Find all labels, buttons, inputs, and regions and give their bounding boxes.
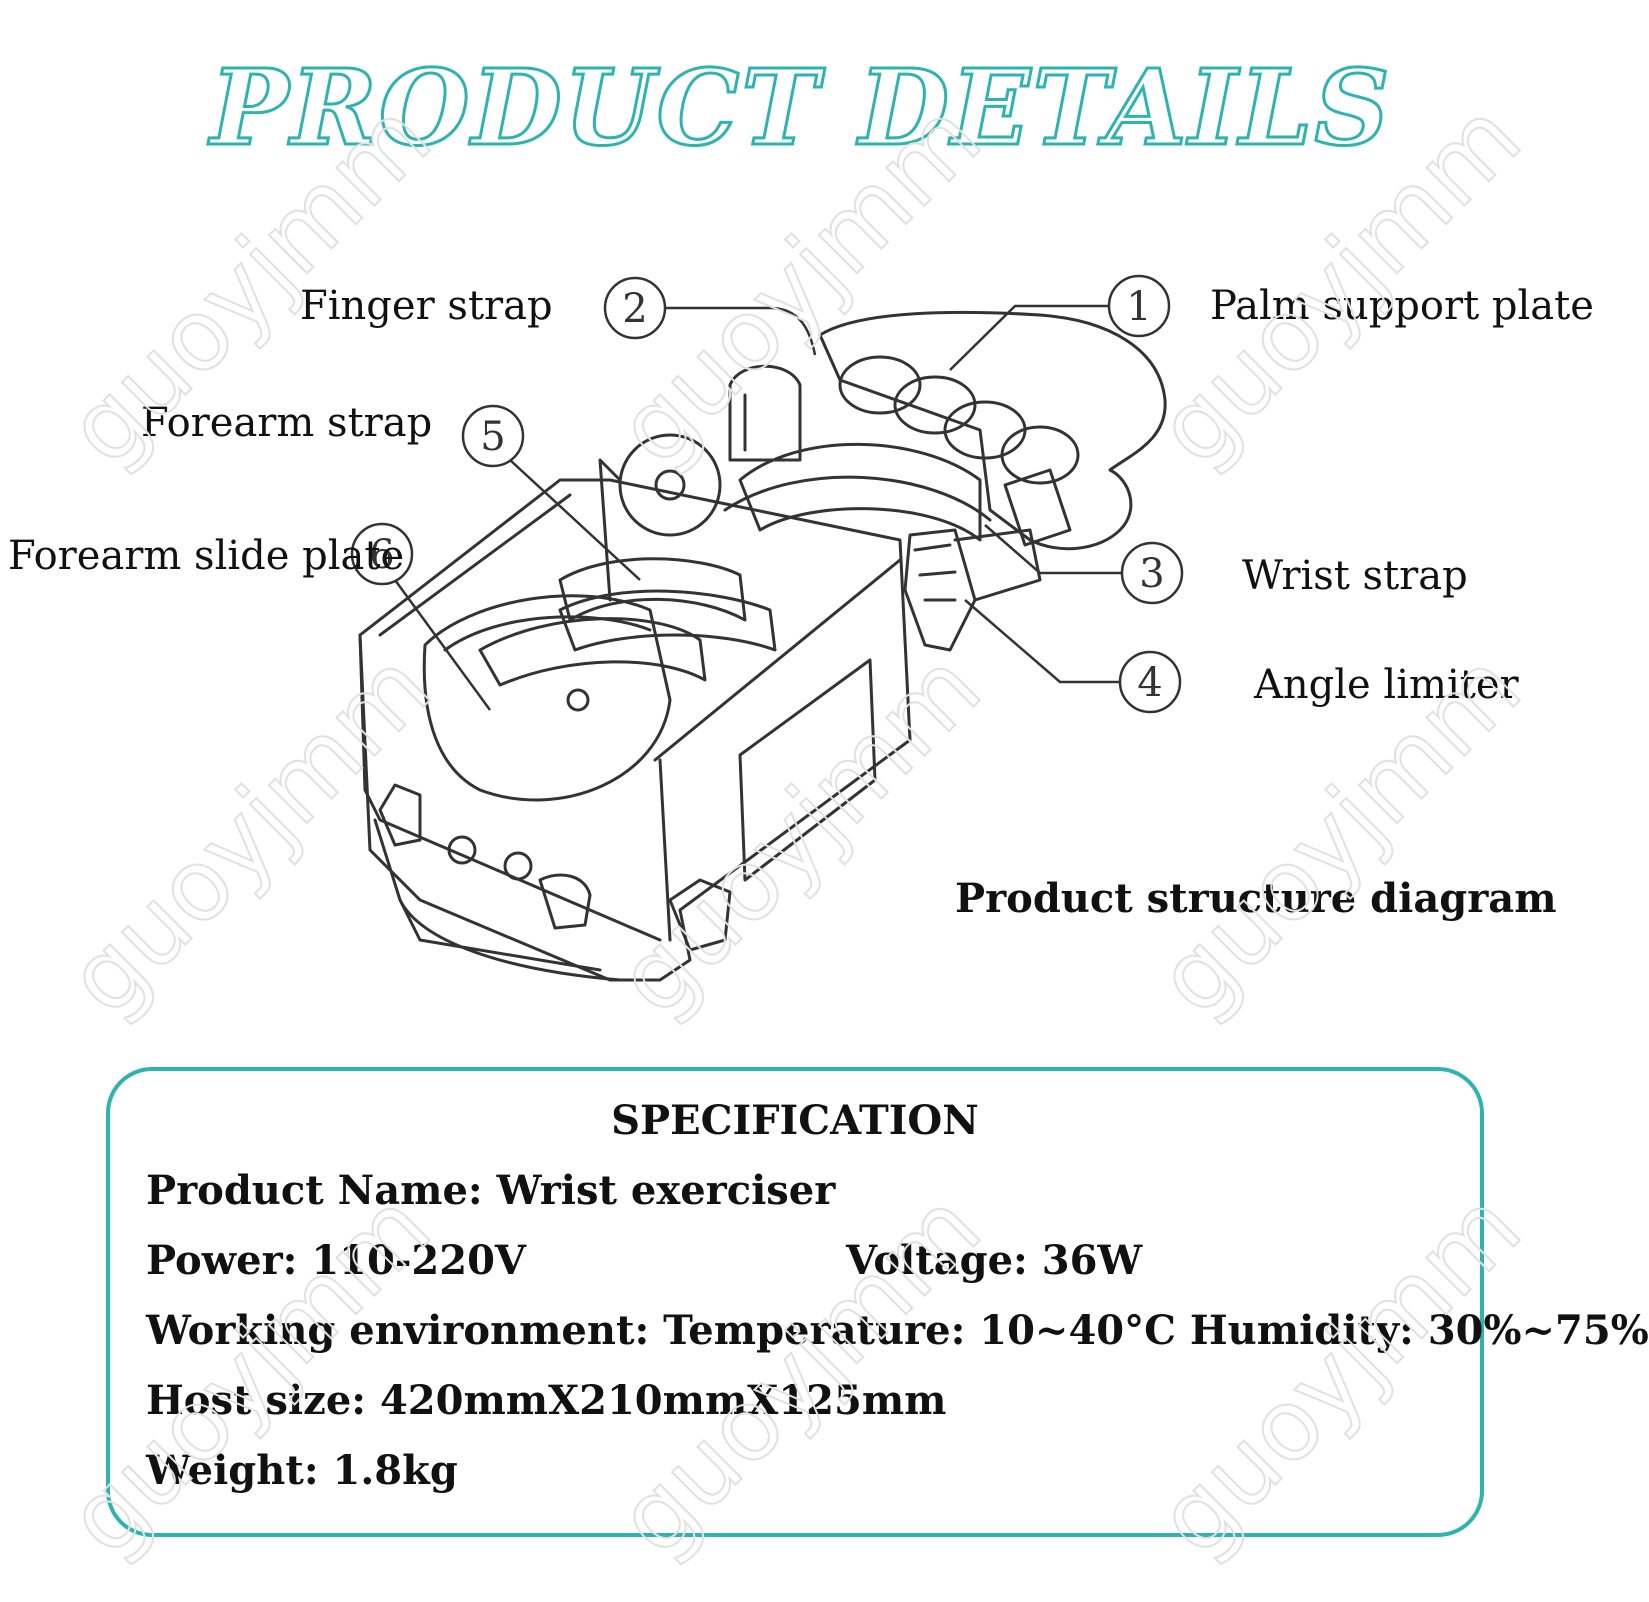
callout-number-2: 2 bbox=[622, 286, 647, 332]
diagram-caption: Product structure diagram bbox=[955, 875, 1557, 922]
label-angle-limiter: Angle limiter bbox=[1254, 662, 1519, 708]
callout-number-5: 5 bbox=[480, 414, 505, 460]
label-palm-support-plate: Palm support plate bbox=[1210, 283, 1594, 329]
specification-title: SPECIFICATION bbox=[611, 1097, 979, 1144]
page-title: PRODUCT DETAILS bbox=[206, 45, 1391, 171]
spec-weight: Weight: 1.8kg bbox=[146, 1447, 458, 1494]
spec-host-size: Host size: 420mmX210mmX125mm bbox=[146, 1377, 947, 1424]
callout-circle-5 bbox=[461, 404, 525, 468]
spec-working-environment: Working environment: Temperature: 10~40°… bbox=[146, 1307, 1649, 1354]
spec-power: Power: 110-220V bbox=[146, 1237, 526, 1284]
label-forearm-slide-plate: Forearm slide plate bbox=[8, 533, 405, 579]
product-structure-diagram: 1 2 3 4 5 6 bbox=[350, 274, 1184, 982]
callout-number-1: 1 bbox=[1126, 284, 1151, 330]
page-title-text: PRODUCT DETAILS bbox=[207, 46, 1391, 169]
label-wrist-strap: Wrist strap bbox=[1242, 553, 1468, 599]
label-finger-strap: Finger strap bbox=[300, 283, 553, 329]
specification-box: SPECIFICATION Product Name: Wrist exerci… bbox=[106, 1067, 1649, 1537]
spec-product-name: Product Name: Wrist exerciser bbox=[146, 1167, 836, 1214]
label-forearm-strap: Forearm strap bbox=[141, 400, 433, 446]
callout-number-4: 4 bbox=[1137, 660, 1162, 706]
palm-support-plate-drawing bbox=[818, 310, 1167, 551]
callout-number-3: 3 bbox=[1139, 551, 1164, 597]
callout-number-6: 6 bbox=[369, 532, 394, 578]
spec-voltage: Voltage: 36W bbox=[846, 1237, 1143, 1284]
callout-circle-6 bbox=[350, 522, 414, 586]
